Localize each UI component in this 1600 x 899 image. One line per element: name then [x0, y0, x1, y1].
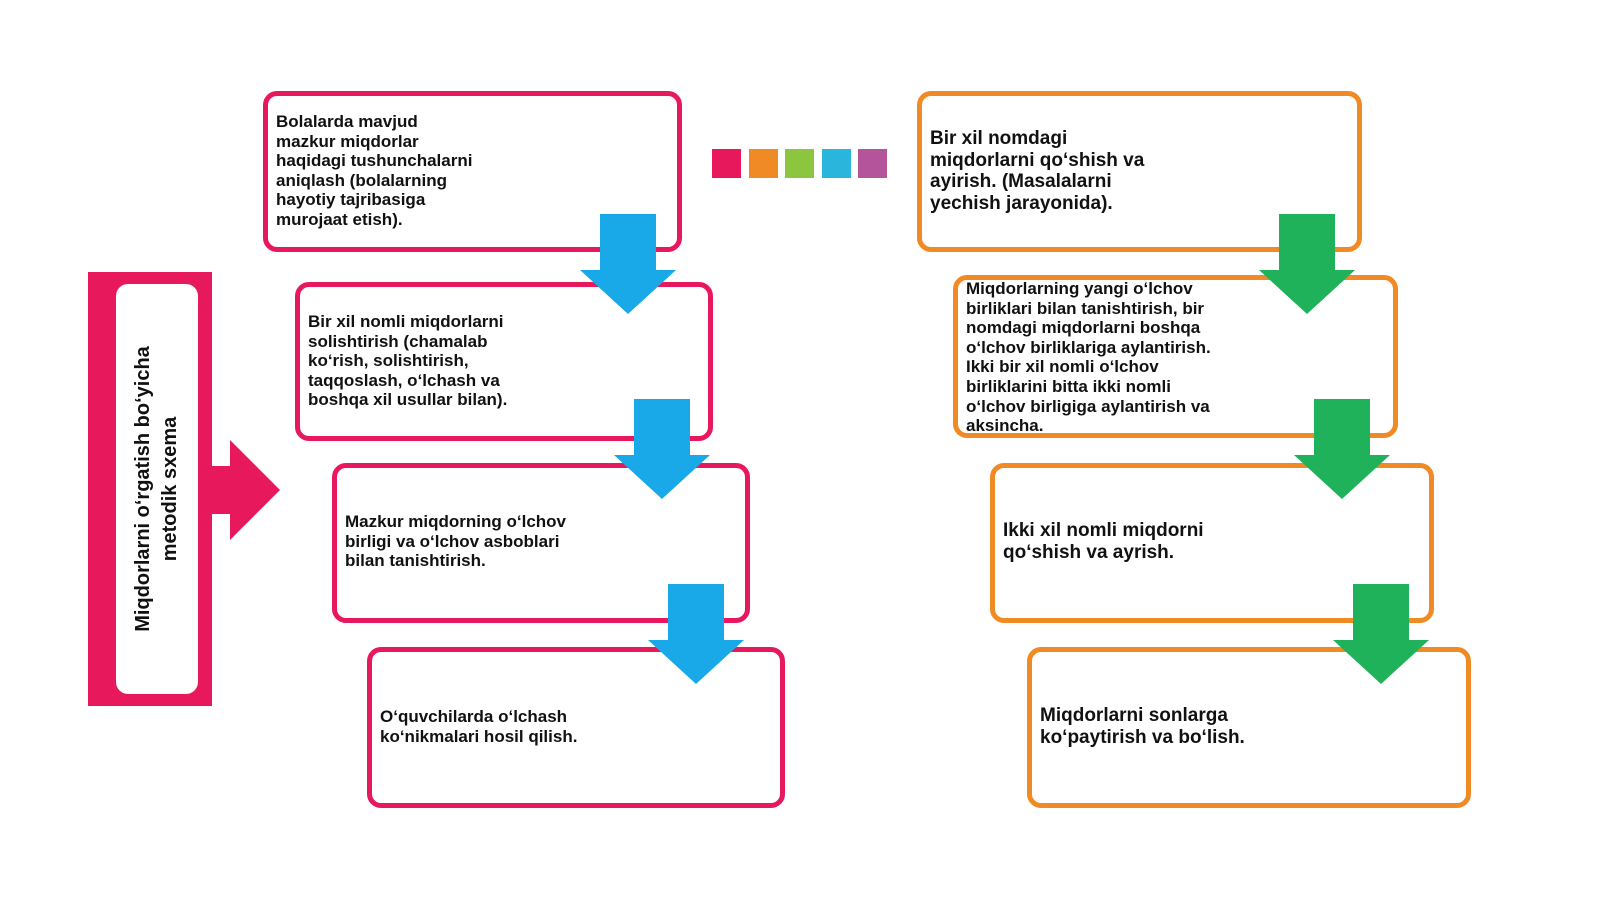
left-step-text-2: Bir xil nomli miqdorlarni solishtirish (…: [308, 312, 508, 410]
palette-swatch-blue: [822, 149, 851, 178]
right-step-text-2: Miqdorlarning yangi o‘lchov birliklari b…: [966, 279, 1211, 436]
left-down-arrow-icon-2: [614, 399, 710, 499]
right-down-arrow-icon-3: [1333, 584, 1429, 684]
palette-swatch-orange: [749, 149, 778, 178]
left-step-text-3: Mazkur miqdorning o‘lchov birligi va o‘l…: [345, 512, 567, 571]
palette-swatch-green: [785, 149, 814, 178]
right-step-text-3: Ikki xil nomli miqdorni qo‘shish va ayri…: [1003, 520, 1204, 563]
right-step-text-1: Bir xil nomdagi miqdorlarni qo‘shish va …: [930, 128, 1145, 214]
side-pointer-arrow-icon: [206, 440, 280, 540]
side-panel-title: Miqdorlarni o‘rgatish bo‘yicha metodik s…: [132, 346, 181, 632]
left-step-text-4: O‘quvchilarda o‘lchash ko‘nikmalari hosi…: [380, 707, 578, 746]
left-step-text-1: Bolalarda mavjud mazkur miqdorlar haqida…: [276, 112, 473, 229]
right-down-arrow-icon-2: [1294, 399, 1390, 499]
side-panel-inner: [116, 284, 198, 694]
left-step-box-4: [367, 647, 785, 808]
right-step-text-4: Miqdorlarni sonlarga ko‘paytirish va bo‘…: [1040, 705, 1245, 748]
palette-swatch-purple: [858, 149, 887, 178]
right-step-box-4: [1027, 647, 1471, 808]
palette-swatch-pink: [712, 149, 741, 178]
left-down-arrow-icon-3: [648, 584, 744, 684]
left-down-arrow-icon-1: [580, 214, 676, 314]
right-down-arrow-icon-1: [1259, 214, 1355, 314]
